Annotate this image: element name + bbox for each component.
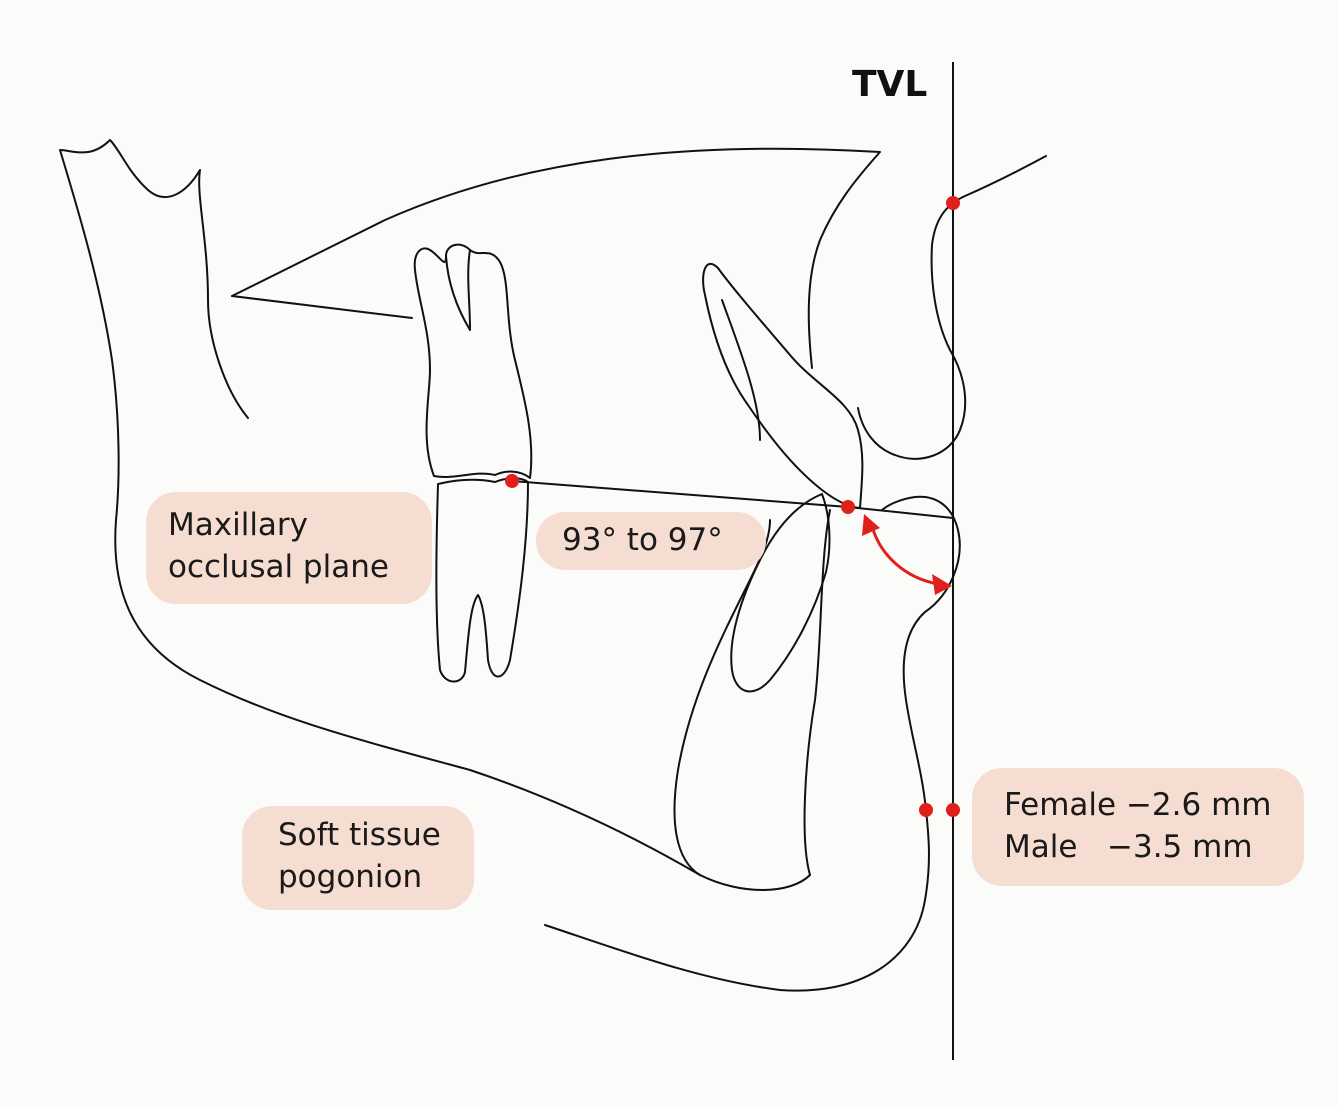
- angle-arrowhead-upper: [862, 514, 880, 536]
- incisor-to-tvl-line: [848, 507, 953, 518]
- soft-tissue-pogonion-point: [919, 803, 933, 817]
- measurement-label: Female −2.6 mm Male −3.5 mm: [972, 768, 1304, 886]
- maxillary-occlusal-plane-label: Maxillary occlusal plane: [146, 492, 432, 604]
- soft-tissue-chin-outline: [545, 497, 960, 991]
- angle-range-label: 93° to 97°: [536, 512, 766, 570]
- label-line: Male −3.5 mm: [1004, 826, 1304, 868]
- label-line: 93° to 97°: [562, 519, 766, 561]
- molar-contact-point: [505, 474, 519, 488]
- palate-line: [232, 296, 412, 318]
- incisor-tip-point: [841, 500, 855, 514]
- maxillary-occlusal-plane-line: [512, 481, 848, 507]
- lower-molar-outline: [436, 478, 528, 681]
- angle-arc: [872, 526, 938, 584]
- label-line: Maxillary: [168, 504, 432, 546]
- maxilla-outline: [232, 149, 880, 368]
- upper-incisor-outline: [703, 264, 862, 508]
- upper-molar-outline: [415, 245, 532, 478]
- label-line: Soft tissue: [278, 814, 474, 856]
- tvl-label: TVL: [852, 64, 927, 105]
- label-line: pogonion: [278, 856, 474, 898]
- subnasale-point: [946, 196, 960, 210]
- label-line: Female −2.6 mm: [1004, 784, 1304, 826]
- label-line: occlusal plane: [168, 546, 432, 588]
- upper-molar-root-detail: [446, 250, 470, 330]
- angle-arrowhead-lower: [932, 574, 952, 595]
- tvl-pogonion-point: [946, 803, 960, 817]
- soft-tissue-pogonion-label: Soft tissue pogonion: [242, 806, 474, 910]
